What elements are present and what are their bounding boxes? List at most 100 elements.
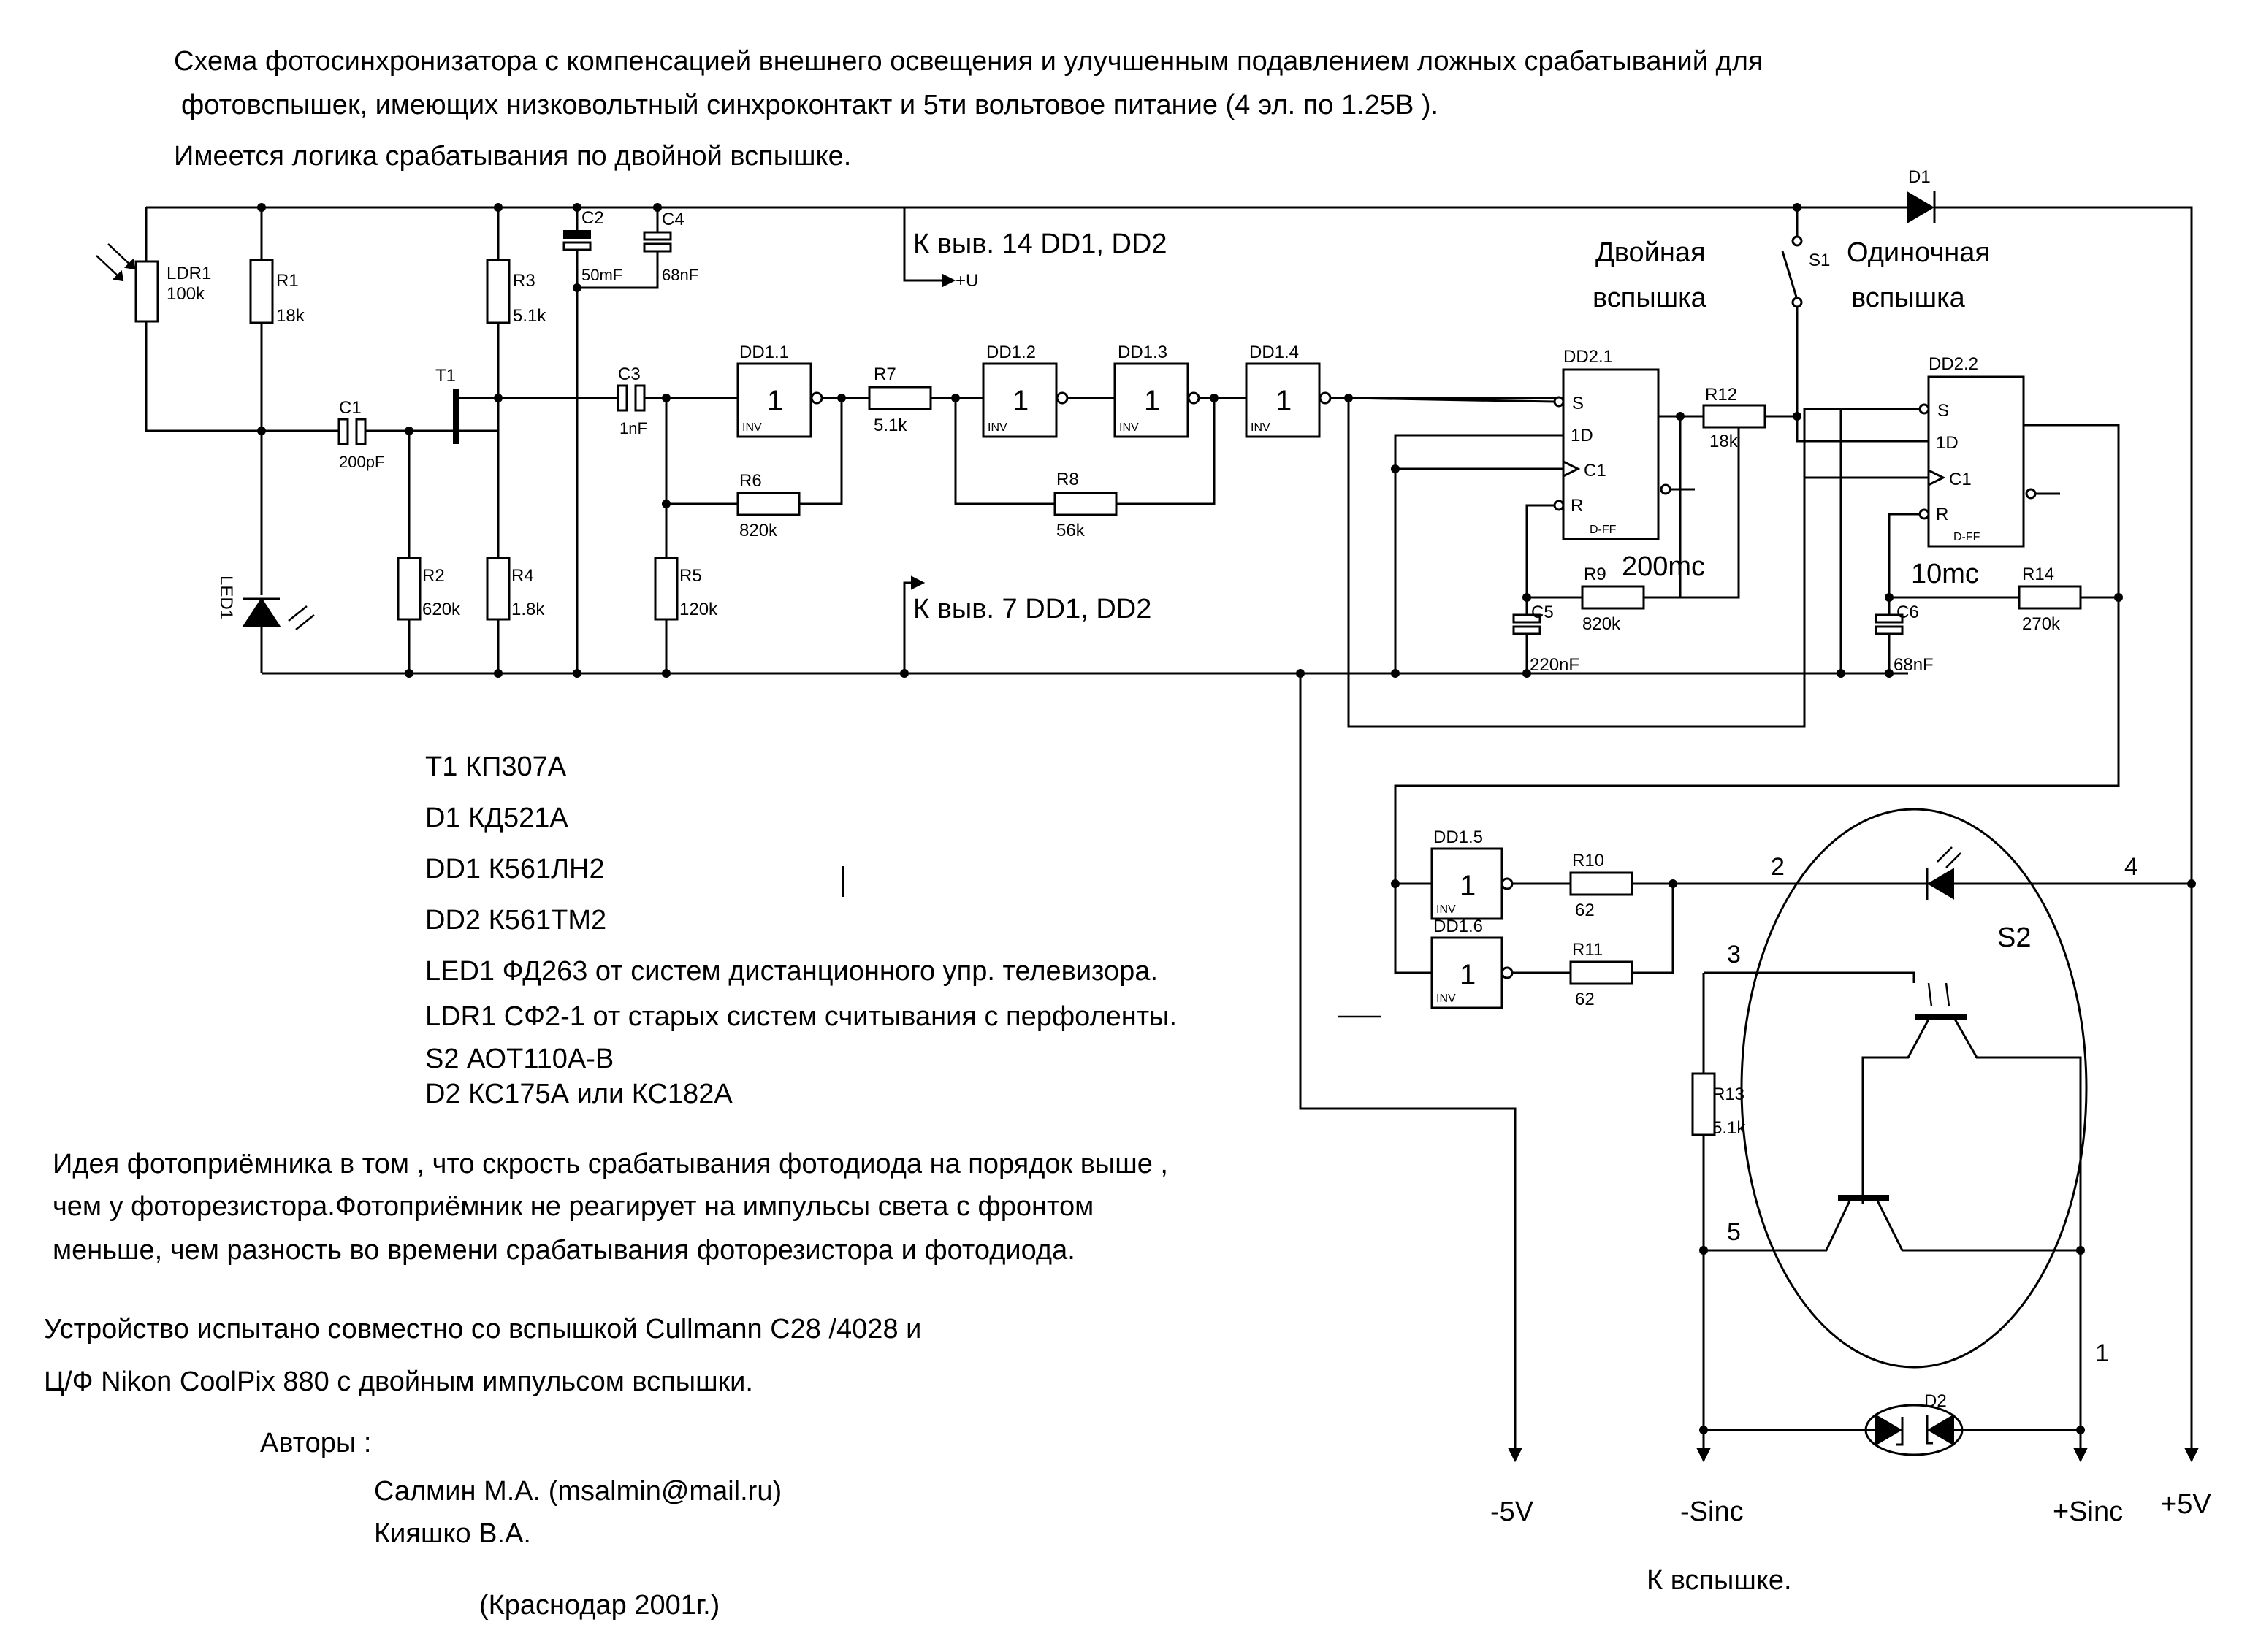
- d1-label: D1: [1908, 167, 1931, 187]
- c4: C4 68nF: [577, 207, 698, 289]
- dd2-1-flipflop: DD2.1 S 1D C1 R D-FF: [1553, 347, 1739, 540]
- dd1-5-symbol: 1: [1460, 870, 1476, 902]
- r12-value: 18k: [1709, 432, 1739, 451]
- dd1-5-inverter: DD1.5 1 INV: [1395, 827, 1571, 920]
- r10-label: R10: [1572, 851, 1604, 871]
- dd1-1-inv: INV: [742, 421, 762, 434]
- dd1-2-symbol: 1: [1013, 385, 1029, 417]
- s2-optocoupler: S2: [1704, 808, 2192, 1461]
- r4: R4 1.8k: [456, 429, 545, 673]
- plus-u-text: +U: [956, 271, 978, 291]
- author-2: Кияшко В.А.: [374, 1518, 531, 1549]
- dd1-6-label: DD1.6: [1433, 917, 1483, 936]
- t1: T1: [435, 207, 500, 558]
- r10-value: 62: [1575, 900, 1595, 920]
- r14-value: 270k: [2022, 614, 2061, 634]
- double-flash-line-1: Двойная: [1595, 237, 1706, 268]
- header-line-2: фотовспышек, имеющих низковольтный синхр…: [181, 90, 1438, 121]
- r2-value: 620k: [422, 600, 461, 619]
- idea-line-2: чем у фоторезистора.Фотоприёмник не реаг…: [53, 1191, 1094, 1222]
- part-d1: D1 КД521А: [425, 803, 568, 833]
- d2: D2: [1704, 1391, 2081, 1456]
- dd2-1-label: DD2.1: [1563, 347, 1613, 367]
- t1-label: T1: [435, 366, 456, 386]
- dd1-3-inv: INV: [1119, 421, 1139, 434]
- dd2-2-wiring: [1394, 408, 2120, 884]
- dd1-5-inv: INV: [1436, 903, 1456, 916]
- part-d2: D2 КС175А или КС182А: [425, 1079, 733, 1109]
- header-line-3: Имеется логика срабатывания по двойной в…: [174, 141, 851, 172]
- c2-value: 50mF: [581, 266, 622, 284]
- author-1: Салмин М.А. (msalmin@mail.ru): [374, 1476, 782, 1507]
- c4-value: 68nF: [662, 266, 698, 284]
- dd1-6-inverter: DD1.6 1 INV: [1394, 884, 1571, 1009]
- dd1-2-label: DD1.2: [986, 343, 1036, 362]
- part-ldr1: LDR1 СФ2-1 от старых систем считывания с…: [425, 1001, 1177, 1032]
- r11-value: 62: [1575, 990, 1595, 1009]
- part-s2: S2 АОТ110А-В: [425, 1044, 614, 1074]
- c3-value: 1nF: [619, 419, 647, 437]
- c6: C6 68nF: [1875, 603, 1934, 675]
- r11-label: R11: [1572, 940, 1603, 960]
- r10: R10 62: [1569, 851, 1929, 920]
- minus-sinc-label: -Sinc: [1680, 1496, 1744, 1527]
- idea-text: Идея фотоприёмника в том , что скрость с…: [53, 1149, 1168, 1266]
- authors-title: Авторы :: [260, 1428, 371, 1458]
- dd1-4-symbol: 1: [1275, 385, 1292, 417]
- dd1-6-inv: INV: [1436, 993, 1456, 1005]
- s2-label: S2: [1997, 922, 2031, 953]
- power-rails: [146, 206, 2193, 1461]
- time-10-label: 10mc: [1911, 559, 1979, 589]
- gnd-pin-text: К выв. 7 DD1, DD2: [913, 594, 1151, 624]
- idea-line-3: меньше, чем разность во времени срабатыв…: [53, 1235, 1075, 1266]
- idea-line-1: Идея фотоприёмника в том , что скрость с…: [53, 1149, 1168, 1179]
- c6-value: 68nF: [1894, 655, 1934, 675]
- dd1-1-symbol: 1: [767, 385, 783, 417]
- plus-sinc-label: +Sinc: [2053, 1496, 2123, 1527]
- dd2-2-pin-s: S: [1937, 401, 1949, 421]
- r13-label: R13: [1712, 1085, 1744, 1104]
- time-200-label: 200mc: [1622, 551, 1705, 582]
- c5: C5 220nF: [1512, 603, 1579, 675]
- authors: Авторы : Салмин М.А. (msalmin@mail.ru) К…: [260, 1428, 782, 1621]
- vcc-note: К выв. 14 DD1, DD2 +U: [903, 207, 1167, 291]
- r7: R7 5.1k: [868, 364, 983, 435]
- part-dd1: DD1 К561ЛН2: [425, 854, 605, 884]
- dd1-3-symbol: 1: [1144, 385, 1160, 417]
- c1: C1 200pF: [262, 398, 447, 471]
- dd1-2-inverter: DD1.2 1 INV: [982, 343, 1115, 438]
- dd2-2-type: D-FF: [1953, 531, 1980, 543]
- c3-label: C3: [618, 364, 641, 384]
- r3: R3 5.1k: [486, 259, 546, 326]
- r7-label: R7: [874, 364, 896, 384]
- part-t1: T1 КП307А: [425, 752, 567, 782]
- r3-value: 5.1k: [513, 306, 546, 326]
- dd1-6-symbol: 1: [1460, 959, 1476, 991]
- c4-label: C4: [662, 210, 684, 229]
- d2-label: D2: [1924, 1391, 1947, 1411]
- c2-label: C2: [581, 208, 604, 228]
- dd1-3-label: DD1.3: [1118, 343, 1167, 362]
- dd1-5-label: DD1.5: [1433, 827, 1483, 847]
- dd2-2-pin-r: R: [1936, 505, 1948, 524]
- dd1-4-label: DD1.4: [1249, 343, 1299, 362]
- dd2-2-pin-d: 1D: [1936, 433, 1959, 453]
- plus5v-label: +5V: [2161, 1489, 2211, 1520]
- r7-value: 5.1k: [874, 416, 907, 435]
- r1-label: R1: [276, 271, 299, 291]
- authors-place: (Краснодар 2001г.): [479, 1590, 720, 1621]
- single-flash-line-2: вспышка: [1851, 283, 1966, 313]
- c2: C2 50mF: [562, 207, 622, 673]
- c5-label: C5: [1531, 603, 1554, 622]
- r5: R5 120k: [654, 398, 718, 673]
- r9-label: R9: [1584, 565, 1606, 584]
- parts-list: T1 КП307А D1 КД521А DD1 К561ЛН2 DD2 К561…: [425, 752, 1177, 1109]
- d1: D1: [1899, 167, 1958, 223]
- pin-2: 2: [1771, 853, 1785, 881]
- r6-value: 820k: [739, 521, 778, 540]
- dd1-4-inv: INV: [1251, 421, 1270, 434]
- r11: R11 62: [1569, 884, 1674, 1009]
- r13: R13 5.1k: [1691, 971, 1915, 1461]
- junctions: [257, 203, 2196, 1434]
- header-line-1: Схема фотосинхронизатора с компенсацией …: [174, 46, 1763, 77]
